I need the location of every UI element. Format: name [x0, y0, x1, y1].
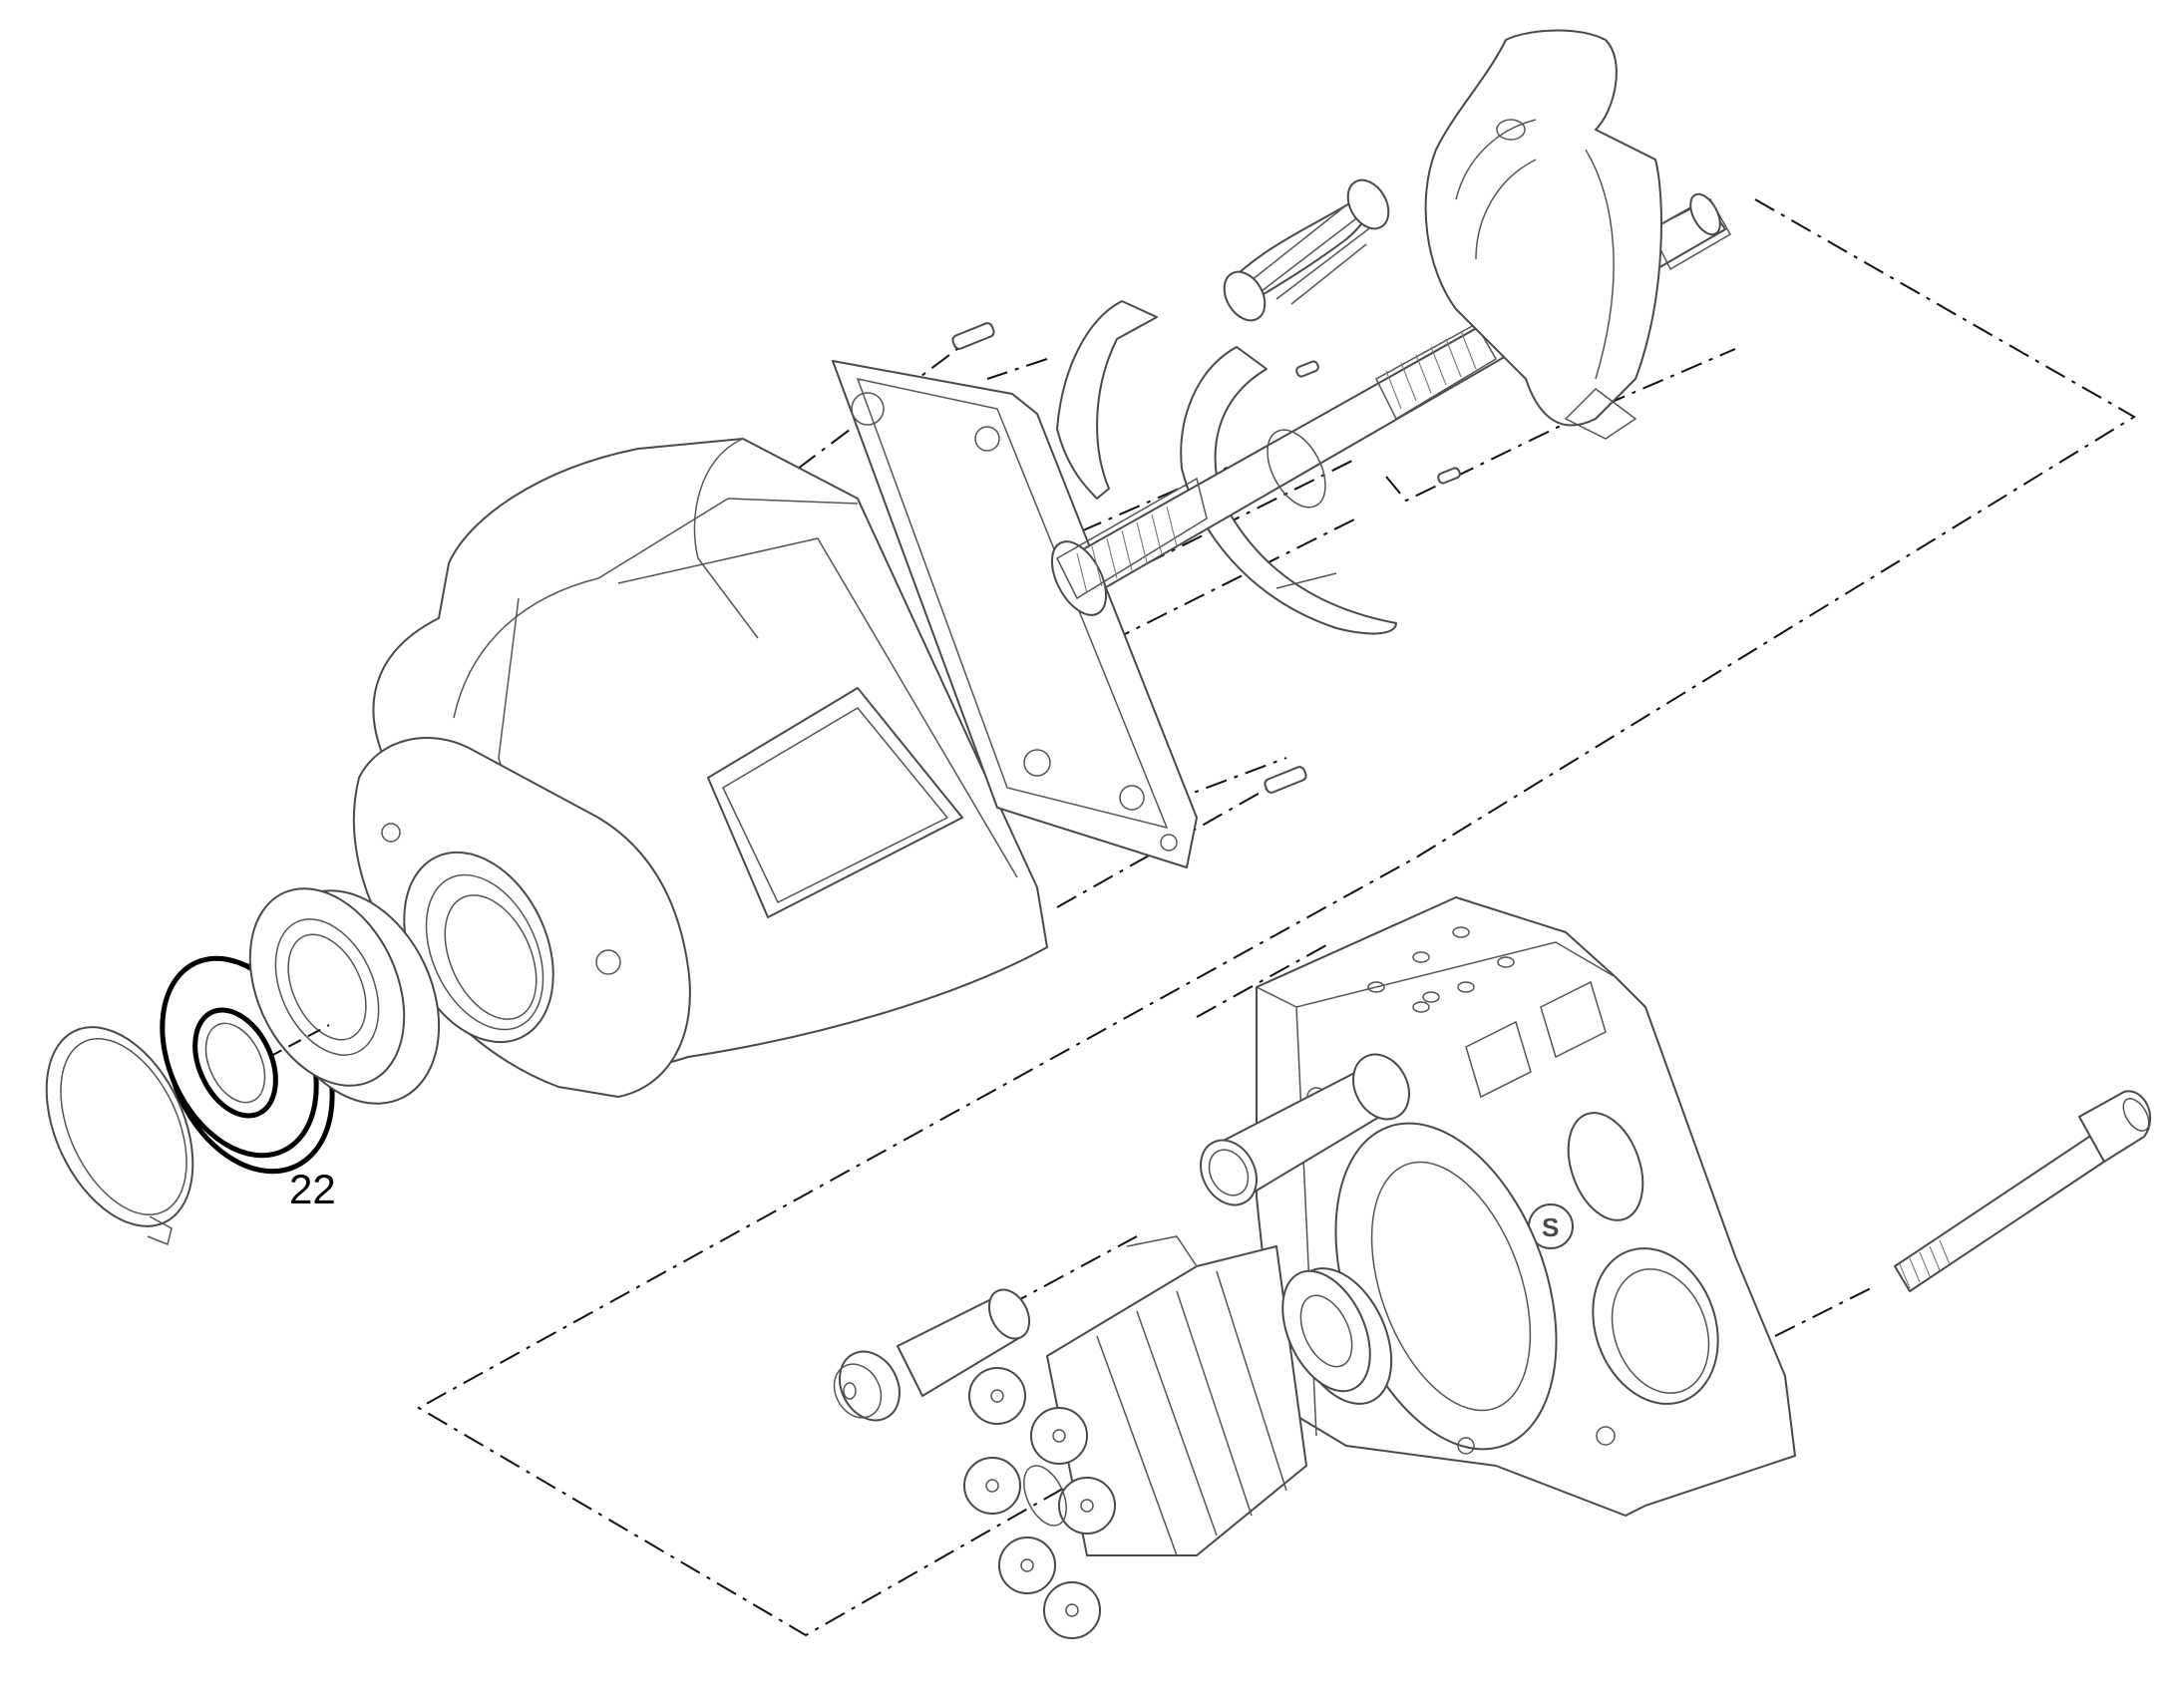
return-spring [1223, 178, 1390, 322]
s-emblem: S [1542, 1212, 1559, 1242]
control-piston [833, 1288, 1031, 1422]
bearing-carrier [1424, 29, 1662, 440]
dowel-pins [951, 322, 1461, 794]
circlip [45, 1026, 194, 1246]
callout-label-22: 22 [289, 1166, 336, 1212]
cover-bolt [1894, 1090, 2151, 1292]
pump-housing [352, 438, 1048, 1098]
gasket-plate [832, 360, 1198, 868]
front-bearing [248, 887, 441, 1105]
end-cover: S [1256, 896, 1796, 1517]
control-sleeve [1200, 1053, 1410, 1206]
rear-bearing [1281, 1267, 1393, 1405]
callout-leader-22 [268, 1024, 330, 1058]
cylinder-barrel [963, 1235, 1307, 1639]
